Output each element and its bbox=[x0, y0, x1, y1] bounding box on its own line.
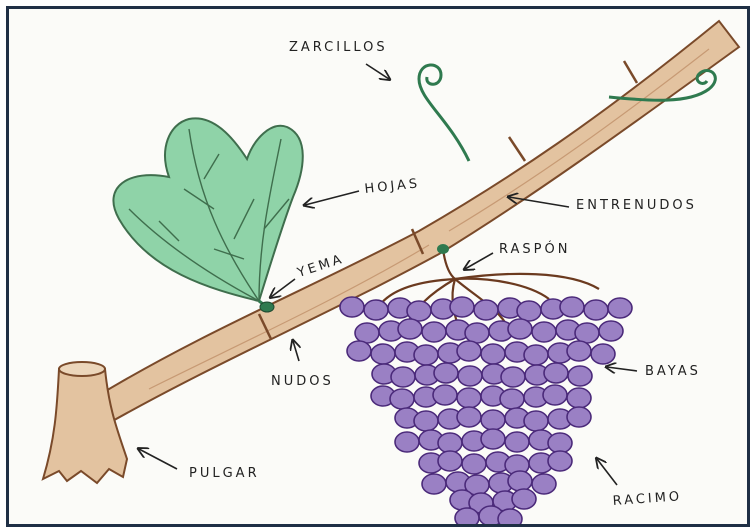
arrow-raspon bbox=[465, 253, 493, 269]
grape-berry bbox=[481, 429, 505, 449]
grape-berry bbox=[474, 300, 498, 320]
grape-berry bbox=[512, 489, 536, 509]
grape-berry bbox=[544, 363, 568, 383]
grape-berry bbox=[524, 345, 548, 365]
diagram-frame: ZARCILLOS HOJAS ENTRENUDOS YEMA RASPÓN N… bbox=[6, 6, 750, 527]
grape-berry bbox=[340, 297, 364, 317]
grape-berry bbox=[548, 451, 572, 471]
grapevine-diagram: ZARCILLOS HOJAS ENTRENUDOS YEMA RASPÓN N… bbox=[9, 9, 747, 524]
grape-berry bbox=[438, 433, 462, 453]
grape-berry bbox=[422, 474, 446, 494]
pulgar-top bbox=[59, 362, 105, 376]
grape-berry bbox=[517, 301, 541, 321]
grape-berry bbox=[532, 474, 556, 494]
label-hojas: HOJAS bbox=[364, 176, 421, 197]
grape-berry bbox=[560, 297, 584, 317]
grape-berry bbox=[465, 323, 489, 343]
grape-berry bbox=[364, 300, 388, 320]
grape-berry bbox=[395, 432, 419, 452]
grape-berry bbox=[608, 298, 632, 318]
arrow-hojas bbox=[305, 191, 359, 205]
arrow-nudos bbox=[293, 341, 299, 361]
yema-bud bbox=[260, 302, 274, 312]
arrow-bayas bbox=[607, 367, 637, 371]
grape-berry bbox=[584, 300, 608, 320]
grape-berry bbox=[390, 389, 414, 409]
grape-berry bbox=[355, 323, 379, 343]
label-bayas: BAYAS bbox=[645, 364, 701, 379]
grape-berry bbox=[575, 323, 599, 343]
label-zarcillos: ZARCILLOS bbox=[289, 40, 388, 55]
grape-berry bbox=[457, 341, 481, 361]
grape-berry bbox=[371, 344, 395, 364]
grape-berry bbox=[458, 366, 482, 386]
grape-berry bbox=[481, 344, 505, 364]
grape-berry bbox=[434, 363, 458, 383]
grape-berry bbox=[501, 367, 525, 387]
grape-berry bbox=[498, 509, 522, 524]
grape-berry bbox=[438, 451, 462, 471]
grape-berry bbox=[524, 411, 548, 431]
grape-berry bbox=[457, 407, 481, 427]
grape-berry bbox=[532, 322, 556, 342]
arrow-zarcillos bbox=[366, 64, 389, 79]
grape-berry bbox=[457, 388, 481, 408]
arrow-pulgar bbox=[139, 449, 177, 469]
grape-berry bbox=[568, 366, 592, 386]
label-nudos: NUDOS bbox=[271, 374, 334, 389]
grape-berry bbox=[407, 301, 431, 321]
grape-berry bbox=[450, 297, 474, 317]
grape-berry bbox=[414, 345, 438, 365]
grape-berry bbox=[462, 454, 486, 474]
grape-berry bbox=[422, 322, 446, 342]
leaf bbox=[113, 118, 302, 307]
grape-berry bbox=[567, 341, 591, 361]
grape-berry bbox=[398, 319, 422, 339]
grape-berry bbox=[567, 388, 591, 408]
grape-berry bbox=[543, 385, 567, 405]
label-racimo: RACIMO bbox=[612, 489, 682, 509]
grape-berry bbox=[508, 471, 532, 491]
grape-berry bbox=[391, 367, 415, 387]
grape-berry bbox=[433, 385, 457, 405]
grape-berry bbox=[347, 341, 371, 361]
label-pulgar: PULGAR bbox=[189, 466, 260, 481]
grape-berry bbox=[567, 407, 591, 427]
label-raspon: RASPÓN bbox=[499, 241, 570, 257]
grape-berry bbox=[508, 319, 532, 339]
label-entrenudos: ENTRENUDOS bbox=[576, 198, 697, 213]
grape-berry bbox=[414, 411, 438, 431]
grape-berry bbox=[481, 410, 505, 430]
grape-berry bbox=[505, 432, 529, 452]
grape-berry bbox=[548, 433, 572, 453]
grape-berry bbox=[591, 344, 615, 364]
grape-berry bbox=[500, 389, 524, 409]
arrow-racimo bbox=[597, 459, 617, 485]
grape-berry bbox=[599, 321, 623, 341]
grape-cluster bbox=[340, 297, 632, 524]
grape-berry bbox=[455, 508, 479, 524]
